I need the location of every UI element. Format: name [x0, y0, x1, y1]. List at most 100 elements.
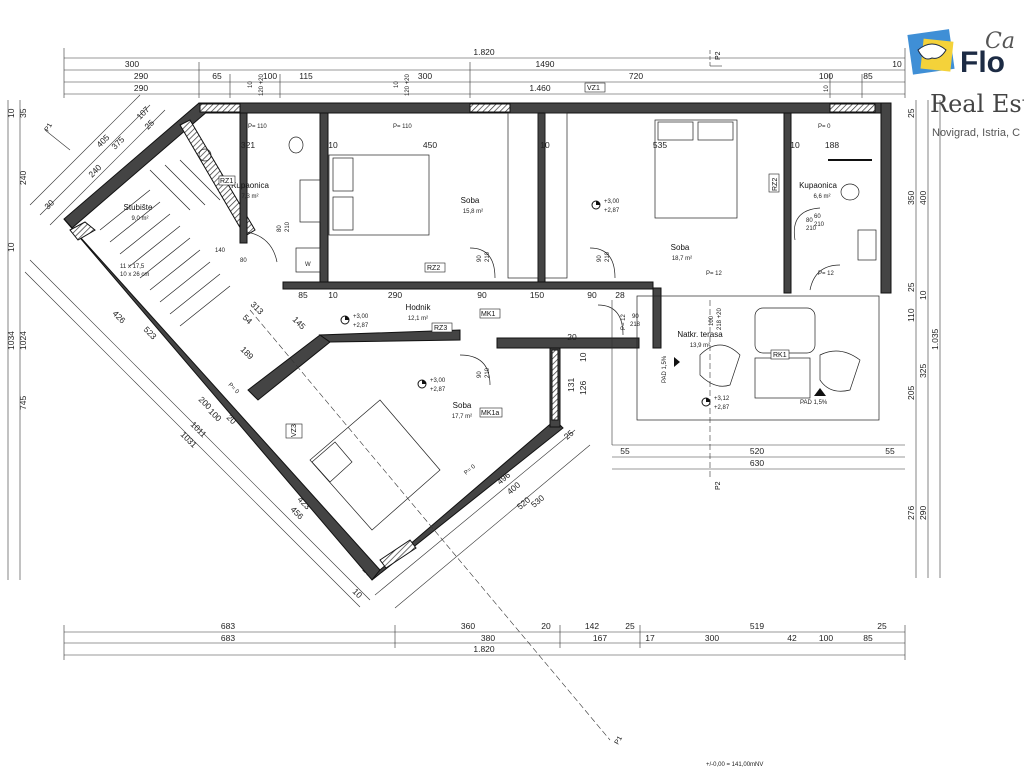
level-top: +3,00: [353, 314, 369, 320]
dim-top: 290: [134, 83, 148, 93]
dim-terrace: 55: [885, 446, 895, 456]
dim-bottom: 142: [585, 621, 599, 631]
door-size: 218: [630, 322, 641, 328]
door-size: 80: [806, 218, 813, 224]
room-area: 12,1 m²: [408, 316, 428, 322]
dim-bottom: 380: [481, 633, 495, 643]
room-area: 9,0 m²: [131, 216, 148, 222]
dim-diag: 426: [111, 308, 128, 325]
brand-subtitle: Real Est: [930, 90, 1024, 118]
level-top: +3,00: [604, 199, 620, 205]
door-size: 210: [806, 226, 817, 232]
dim-bottom: 167: [593, 633, 607, 643]
dim-bottom: 519: [750, 621, 764, 631]
dim-top: 10: [892, 59, 902, 69]
brand-script: Ca: [985, 29, 1015, 54]
dim-left: 1024: [18, 331, 28, 350]
dim-inner: 150: [530, 290, 544, 300]
room-name: Stubište: [124, 203, 153, 212]
dim-top-small: 10: [248, 81, 254, 88]
stair-label: 11 x 17,5: [120, 264, 145, 270]
dim-diag: 10: [351, 586, 365, 600]
section-label-p1-top: P1: [44, 122, 54, 133]
level-top: +3,12: [714, 396, 730, 402]
dim-right: 276: [906, 506, 916, 520]
dim-left: 1034: [6, 331, 16, 350]
dim-top: 65: [212, 71, 222, 81]
door-size: 140: [215, 248, 226, 254]
dim-inner: 188: [825, 140, 839, 150]
dim-bottom: 42: [787, 633, 797, 643]
dim-top: 1.460: [529, 83, 551, 93]
dim-inner: 10: [328, 290, 338, 300]
dim-inner: 131: [566, 378, 576, 392]
dim-diag: 25: [142, 117, 156, 131]
dim-overall-top: 1.820: [473, 47, 495, 57]
dim-terrace: 630: [750, 458, 764, 468]
wall-tag: MK1: [481, 311, 496, 318]
dim-inner: 535: [653, 140, 667, 150]
parapet-label: P= 110: [248, 124, 267, 130]
top-dimension-lines: [63, 48, 906, 98]
dim-inner: 20: [567, 332, 577, 342]
dim-bottom: 25: [625, 621, 635, 631]
dim-inner: 450: [423, 140, 437, 150]
section-label-p1-bottom: P1: [614, 735, 624, 746]
wall-tag: MK1a: [481, 410, 499, 417]
dim-top: 1490: [536, 59, 555, 69]
wall-tag: RK1: [773, 352, 787, 359]
room-name: Natkr. terasa: [677, 330, 723, 339]
brand-logo: [907, 29, 955, 75]
dim-diag: 375: [109, 134, 126, 151]
dim-inner: 90: [587, 290, 597, 300]
dim-top-small: 10: [394, 81, 400, 88]
dim-right: 25: [906, 108, 916, 118]
dim-left: 10: [6, 108, 16, 118]
dim-left: 240: [18, 171, 28, 185]
dim-terrace: 55: [620, 446, 630, 456]
terrace-outline: [611, 295, 905, 470]
dim-inner: 10: [578, 352, 588, 362]
dim-inner: 290: [388, 290, 402, 300]
wall-tag: RZ3: [434, 325, 447, 332]
door-size: 210: [605, 251, 611, 262]
dim-right: 400: [918, 191, 928, 205]
door-size: 100: [709, 315, 715, 326]
dim-bottom: 17: [645, 633, 655, 643]
right-dimension-lines: [915, 100, 941, 578]
parapet-label: P= 12: [621, 313, 627, 330]
parapet-label: P= 12: [706, 271, 723, 277]
dim-inner: 313: [249, 299, 266, 316]
level-top: +3,00: [430, 378, 446, 384]
room-name: Soba: [671, 243, 690, 252]
door-size: 210: [485, 367, 491, 378]
dim-right: 25: [906, 282, 916, 292]
dim-bottom: 683: [221, 621, 235, 631]
dim-inner: 10: [540, 140, 550, 150]
brand-location: Novigrad, Istria, C: [932, 127, 1020, 139]
dim-top: 300: [418, 71, 432, 81]
wall-tags: [218, 82, 790, 439]
doors: [246, 207, 841, 386]
dim-inner: 10: [328, 140, 338, 150]
room-area: 15,8 m²: [463, 209, 483, 215]
parapet-label: P= 0: [463, 463, 477, 476]
dim-diag: 405: [94, 132, 111, 149]
door-size: 90: [477, 255, 483, 262]
dim-inner: 85: [298, 290, 308, 300]
dim-diag: 240: [86, 162, 103, 179]
slope-label: PAD 1,5%: [662, 355, 668, 383]
wall-tag: RZ1: [220, 178, 233, 185]
dim-right: 290: [918, 506, 928, 520]
dim-inner: 90: [477, 290, 487, 300]
dim-inner: 321: [241, 140, 255, 150]
parapet-label: P= 110: [393, 124, 412, 130]
dim-bottom: 20: [541, 621, 551, 631]
dim-top: 720: [629, 71, 643, 81]
dim-inner: 10: [790, 140, 800, 150]
dim-inner: 126: [578, 381, 588, 395]
wall-tag: VZ1: [587, 85, 600, 92]
dim-bottom: 85: [863, 633, 873, 643]
section-label-p2-bottom: P2: [715, 481, 722, 490]
